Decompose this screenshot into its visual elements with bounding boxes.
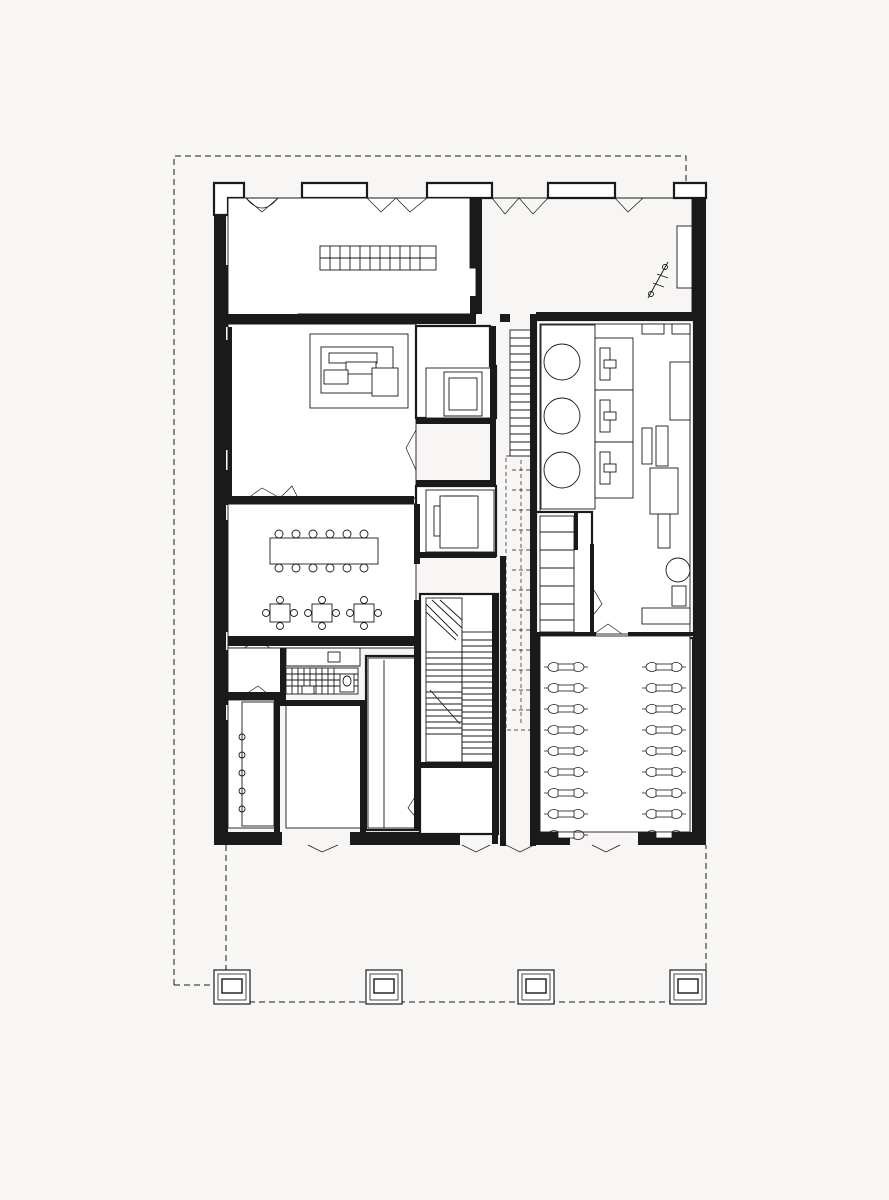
bike-symbol (642, 809, 686, 819)
column (213, 969, 251, 1005)
bike-symbol (642, 662, 686, 672)
exterior-walls (212, 181, 708, 845)
column (365, 969, 403, 1005)
bike-symbol (642, 767, 686, 777)
room-storage (280, 700, 366, 853)
sofa-arrangement (320, 346, 399, 397)
room-top-right (476, 197, 693, 322)
column (517, 969, 555, 1005)
bicycle-symbol (647, 261, 669, 299)
treatment-beds (594, 337, 634, 499)
bike-symbol (544, 809, 588, 819)
cafe-tables (262, 596, 382, 630)
tile-grid-table (319, 245, 437, 271)
canopy-outline (173, 155, 707, 1003)
room-top-left (227, 197, 477, 333)
room-counter (364, 600, 420, 832)
bike-symbol (642, 704, 686, 714)
room-services (227, 647, 361, 700)
bike-symbol (642, 830, 686, 840)
room-conference (227, 503, 420, 649)
columns-row (213, 969, 707, 1005)
bike-symbol (642, 746, 686, 756)
bike-symbol (642, 788, 686, 798)
bike-racks (544, 662, 686, 840)
bike-symbol (642, 725, 686, 735)
bike-symbol (544, 683, 588, 693)
bike-symbol (544, 767, 588, 777)
bike-symbol (544, 704, 588, 714)
room-locker (227, 699, 280, 832)
stair-treads-right (462, 639, 494, 755)
bike-symbol (544, 746, 588, 756)
stair-main (418, 592, 500, 844)
column (669, 969, 707, 1005)
room-lounge (227, 323, 417, 504)
room-wellness (534, 318, 696, 640)
conference-table (269, 529, 379, 573)
bike-symbol (544, 662, 588, 672)
bike-symbol (544, 830, 588, 840)
room-bike-storage (536, 635, 691, 853)
bike-symbol (642, 683, 686, 693)
bike-symbol (544, 788, 588, 798)
bike-symbol (544, 725, 588, 735)
elevator-core (414, 324, 498, 558)
corridor-walls (500, 314, 536, 846)
stair-treads-left (425, 599, 463, 735)
